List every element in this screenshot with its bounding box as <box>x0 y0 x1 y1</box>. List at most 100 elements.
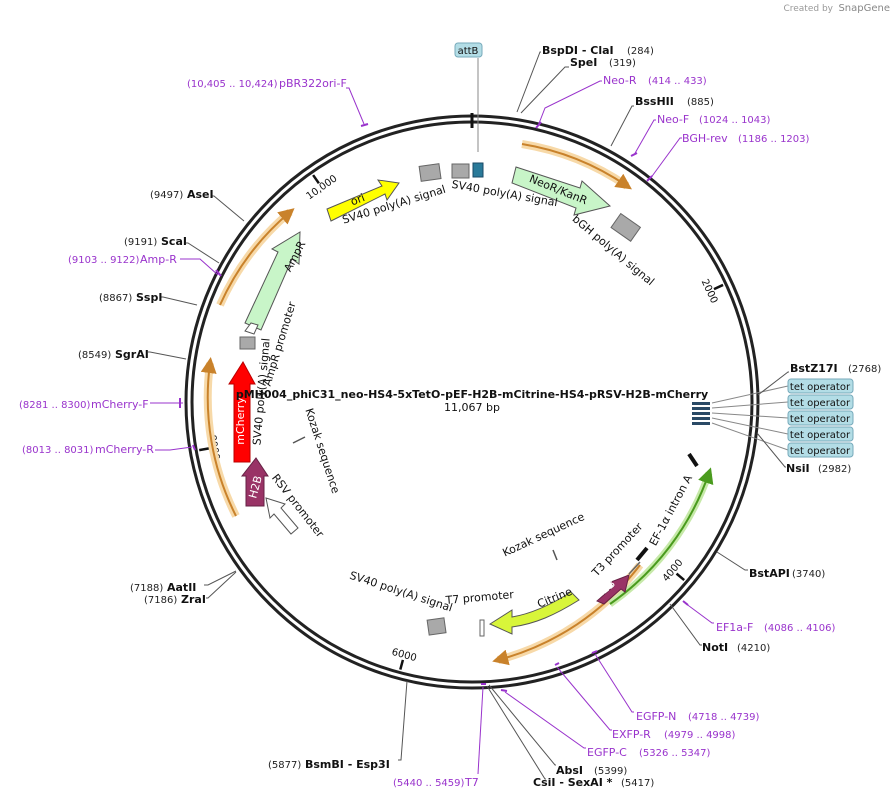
mcherry-label: mCherry <box>234 397 247 445</box>
tick-mark <box>399 659 405 670</box>
tick-mark <box>675 572 685 582</box>
site-zrai[interactable]: ZraI <box>181 593 206 606</box>
site-scai-pos: (9191) <box>124 237 157 248</box>
site-noti[interactable]: NotI <box>702 641 728 654</box>
tick-label: 4000 <box>661 557 686 584</box>
feature-ampr-promoter <box>244 322 259 335</box>
site-aatii[interactable]: AatII <box>167 581 196 594</box>
ef1a-intron-label: EF-1α intron A <box>647 472 695 548</box>
primer-bgh-rev[interactable]: BGH-rev <box>682 132 728 145</box>
tet-operator-tag-4[interactable] <box>787 426 854 442</box>
site-bstz17i[interactable]: BstZ17I <box>790 362 838 375</box>
site-bsshii[interactable]: BssHII <box>635 95 674 108</box>
tet-operator-tag-3[interactable] <box>787 410 854 426</box>
tick-label: 6000 <box>390 647 417 664</box>
kozak-mark-left <box>292 436 306 444</box>
site-sspi[interactable]: SspI <box>136 291 162 304</box>
orf-arcs <box>200 140 644 666</box>
feature-mcherry: mCherry <box>228 361 256 463</box>
tet-operator-tag-5[interactable] <box>787 442 854 458</box>
primer-t7[interactable]: T7 <box>464 776 479 789</box>
primer-exfp-r[interactable]: EXFP-R <box>612 728 651 741</box>
primer-mcherry-r[interactable]: mCherry-R <box>95 443 154 456</box>
sv40-box-bottom <box>426 617 447 636</box>
sv40-bottom-label: SV40 poly(A) signal <box>348 569 454 615</box>
primer-egfp-n[interactable]: EGFP-N <box>636 710 676 723</box>
primers: pBR322ori-F (10,405 .. 10,424) Neo-R (41… <box>19 74 836 789</box>
feature-rsv-promoter <box>265 497 299 535</box>
site-asei[interactable]: AseI <box>187 188 214 201</box>
t3-promoter-mark <box>628 561 641 575</box>
bgh-box <box>610 212 642 242</box>
kozak-bottom-label: Kozak sequence <box>501 510 587 559</box>
tet-operator-label: tet operator <box>790 398 851 409</box>
tick-label: 10,000 <box>305 173 340 202</box>
tet-operator-tag-2[interactable] <box>787 394 854 410</box>
site-bspdi[interactable]: BspDI - ClaI <box>542 44 614 57</box>
kozak-mark-right <box>687 452 699 468</box>
tet-operator-tag-1[interactable] <box>787 378 854 394</box>
tet-operator-label: tet operator <box>790 446 851 457</box>
kozak-mark-bottom <box>552 549 558 561</box>
site-sspi-pos: (8867) <box>99 293 132 304</box>
primer-neo-f-range: (1024 .. 1043) <box>699 115 771 126</box>
ori-label: ori <box>349 191 367 208</box>
primer-neo-r-range: (414 .. 433) <box>648 76 707 87</box>
primer-amp-r[interactable]: Amp-R <box>140 253 177 266</box>
attb-tag[interactable] <box>454 42 483 58</box>
site-zrai-pos: (7186) <box>144 595 177 606</box>
site-scai[interactable]: ScaI <box>161 235 187 248</box>
primer-bgh-rev-range: (1186 .. 1203) <box>738 134 810 145</box>
site-bsshii-pos: (885) <box>687 97 714 108</box>
site-asei-pos: (9497) <box>150 190 183 201</box>
primer-egfp-n-range: (4718 .. 4739) <box>688 712 760 723</box>
orf-arc-mcherry <box>200 357 237 517</box>
tick-mark <box>198 447 210 452</box>
primer-neo-r[interactable]: Neo-R <box>603 74 637 87</box>
plasmid-title: pMH004_phiC31_neo-HS4-5xTetO-pEF-H2B-mCi… <box>236 388 708 401</box>
primer-pbr322ori-f-range: (10,405 .. 10,424) <box>187 79 278 90</box>
primer-amp-r-range: (9103 .. 9122) <box>68 255 140 266</box>
site-bspdi-pos: (284) <box>627 46 654 57</box>
primer-pbr322ori-f[interactable]: pBR322ori-F <box>279 77 347 90</box>
feature-ori: ori <box>326 179 400 222</box>
primer-neo-f[interactable]: Neo-F <box>657 113 689 126</box>
orf-arc-ampr <box>219 208 295 306</box>
primer-mcherry-f-range: (8281 .. 8300) <box>19 400 91 411</box>
site-spei[interactable]: SpeI <box>570 56 597 69</box>
primer-exfp-r-range: (4979 .. 4998) <box>664 730 736 741</box>
site-absi-pos: (5399) <box>594 766 627 777</box>
feature-h2b-top: H2B <box>240 457 269 507</box>
tet-operator-tags: tet operator tet operator tet operator t… <box>711 378 854 458</box>
site-bstapi[interactable]: BstAPI <box>749 567 790 580</box>
site-absi[interactable]: AbsI <box>556 764 583 777</box>
site-bsmbi[interactable]: BsmBI - Esp3I <box>305 758 390 771</box>
site-sgrai[interactable]: SgrAI <box>115 348 149 361</box>
site-spei-pos: (319) <box>609 58 636 69</box>
tick-label: 2000 <box>699 278 720 306</box>
site-sgrai-pos: (8549) <box>78 350 111 361</box>
primer-egfp-c-range: (5326 .. 5347) <box>639 748 711 759</box>
feature-h2b-bottom: H2B <box>592 574 630 605</box>
snapgene-brand: SnapGene <box>838 3 890 14</box>
primer-mcherry-f[interactable]: mCherry-F <box>91 398 149 411</box>
kozak-left-label: Kozak sequence <box>302 407 342 496</box>
t7-promoter-box <box>479 619 485 637</box>
tick-mark <box>713 283 724 291</box>
t7-promoter-label: T7 promoter <box>444 588 515 607</box>
created-by-text: Created by <box>783 4 833 14</box>
site-bstz17i-pos: (2768) <box>848 364 881 375</box>
site-csii[interactable]: CsiI - SexAI * <box>533 776 613 789</box>
site-nsii-pos: (2982) <box>818 464 851 475</box>
primer-mcherry-r-range: (8013 .. 8031) <box>22 445 94 456</box>
tet-operator-label: tet operator <box>790 430 851 441</box>
sv40-box-left <box>239 336 256 350</box>
orf-arc-neo <box>521 143 632 190</box>
primer-egfp-c[interactable]: EGFP-C <box>587 746 627 759</box>
t3-mark <box>635 546 649 562</box>
site-bstapi-pos: (3740) <box>792 569 825 580</box>
site-nsii[interactable]: NsiI <box>786 462 810 475</box>
site-noti-pos: (4210) <box>737 643 770 654</box>
primer-ef1a-f[interactable]: EF1a-F <box>716 621 753 634</box>
attb-tag-label: attB <box>458 46 479 57</box>
